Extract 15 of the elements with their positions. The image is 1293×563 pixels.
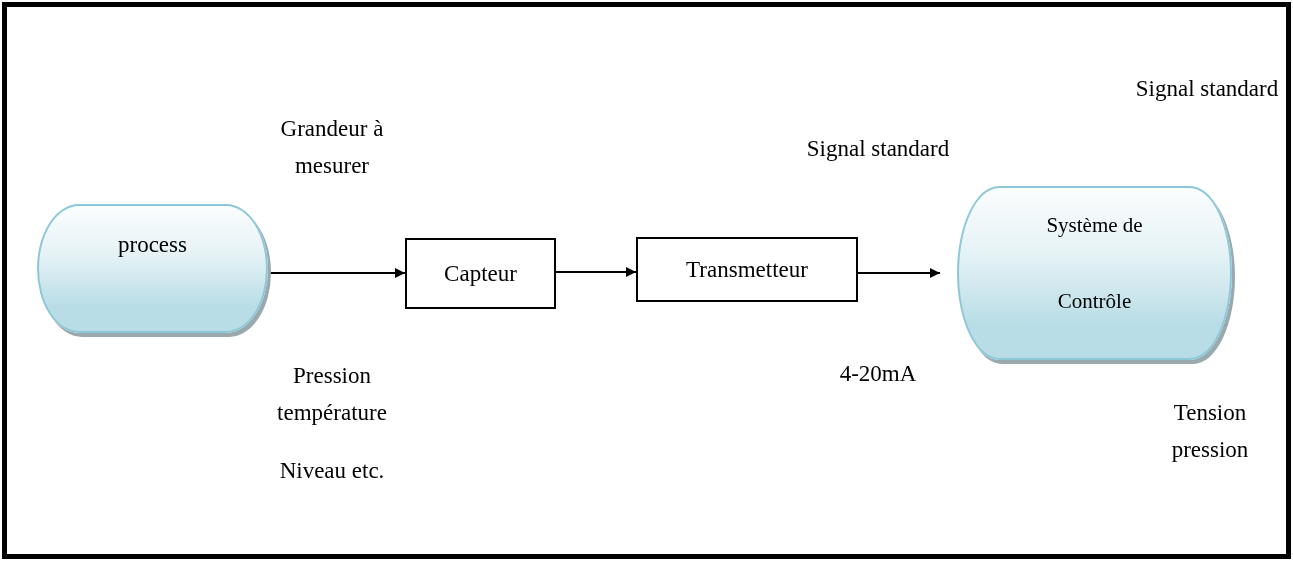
signal-label: Signal standard: [805, 135, 951, 163]
signal-label: Tension pression: [1170, 399, 1250, 464]
quantity-label: Grandeur à mesurer: [279, 115, 385, 180]
arrow: [857, 268, 941, 278]
node-label: Système de Contrôle: [1045, 212, 1144, 315]
signal-label: Signal standard: [1134, 75, 1280, 103]
measure-label: Niveau etc.: [278, 457, 386, 485]
node-label: Transmetteur: [686, 256, 808, 283]
measure-label: Pression température: [276, 362, 388, 427]
current-label: 4-20mA: [838, 360, 918, 388]
process-box: [405, 238, 556, 309]
node-label: process: [118, 231, 187, 258]
process-box: [636, 237, 858, 302]
node-label: Capteur: [444, 260, 517, 287]
arrow: [555, 267, 637, 277]
